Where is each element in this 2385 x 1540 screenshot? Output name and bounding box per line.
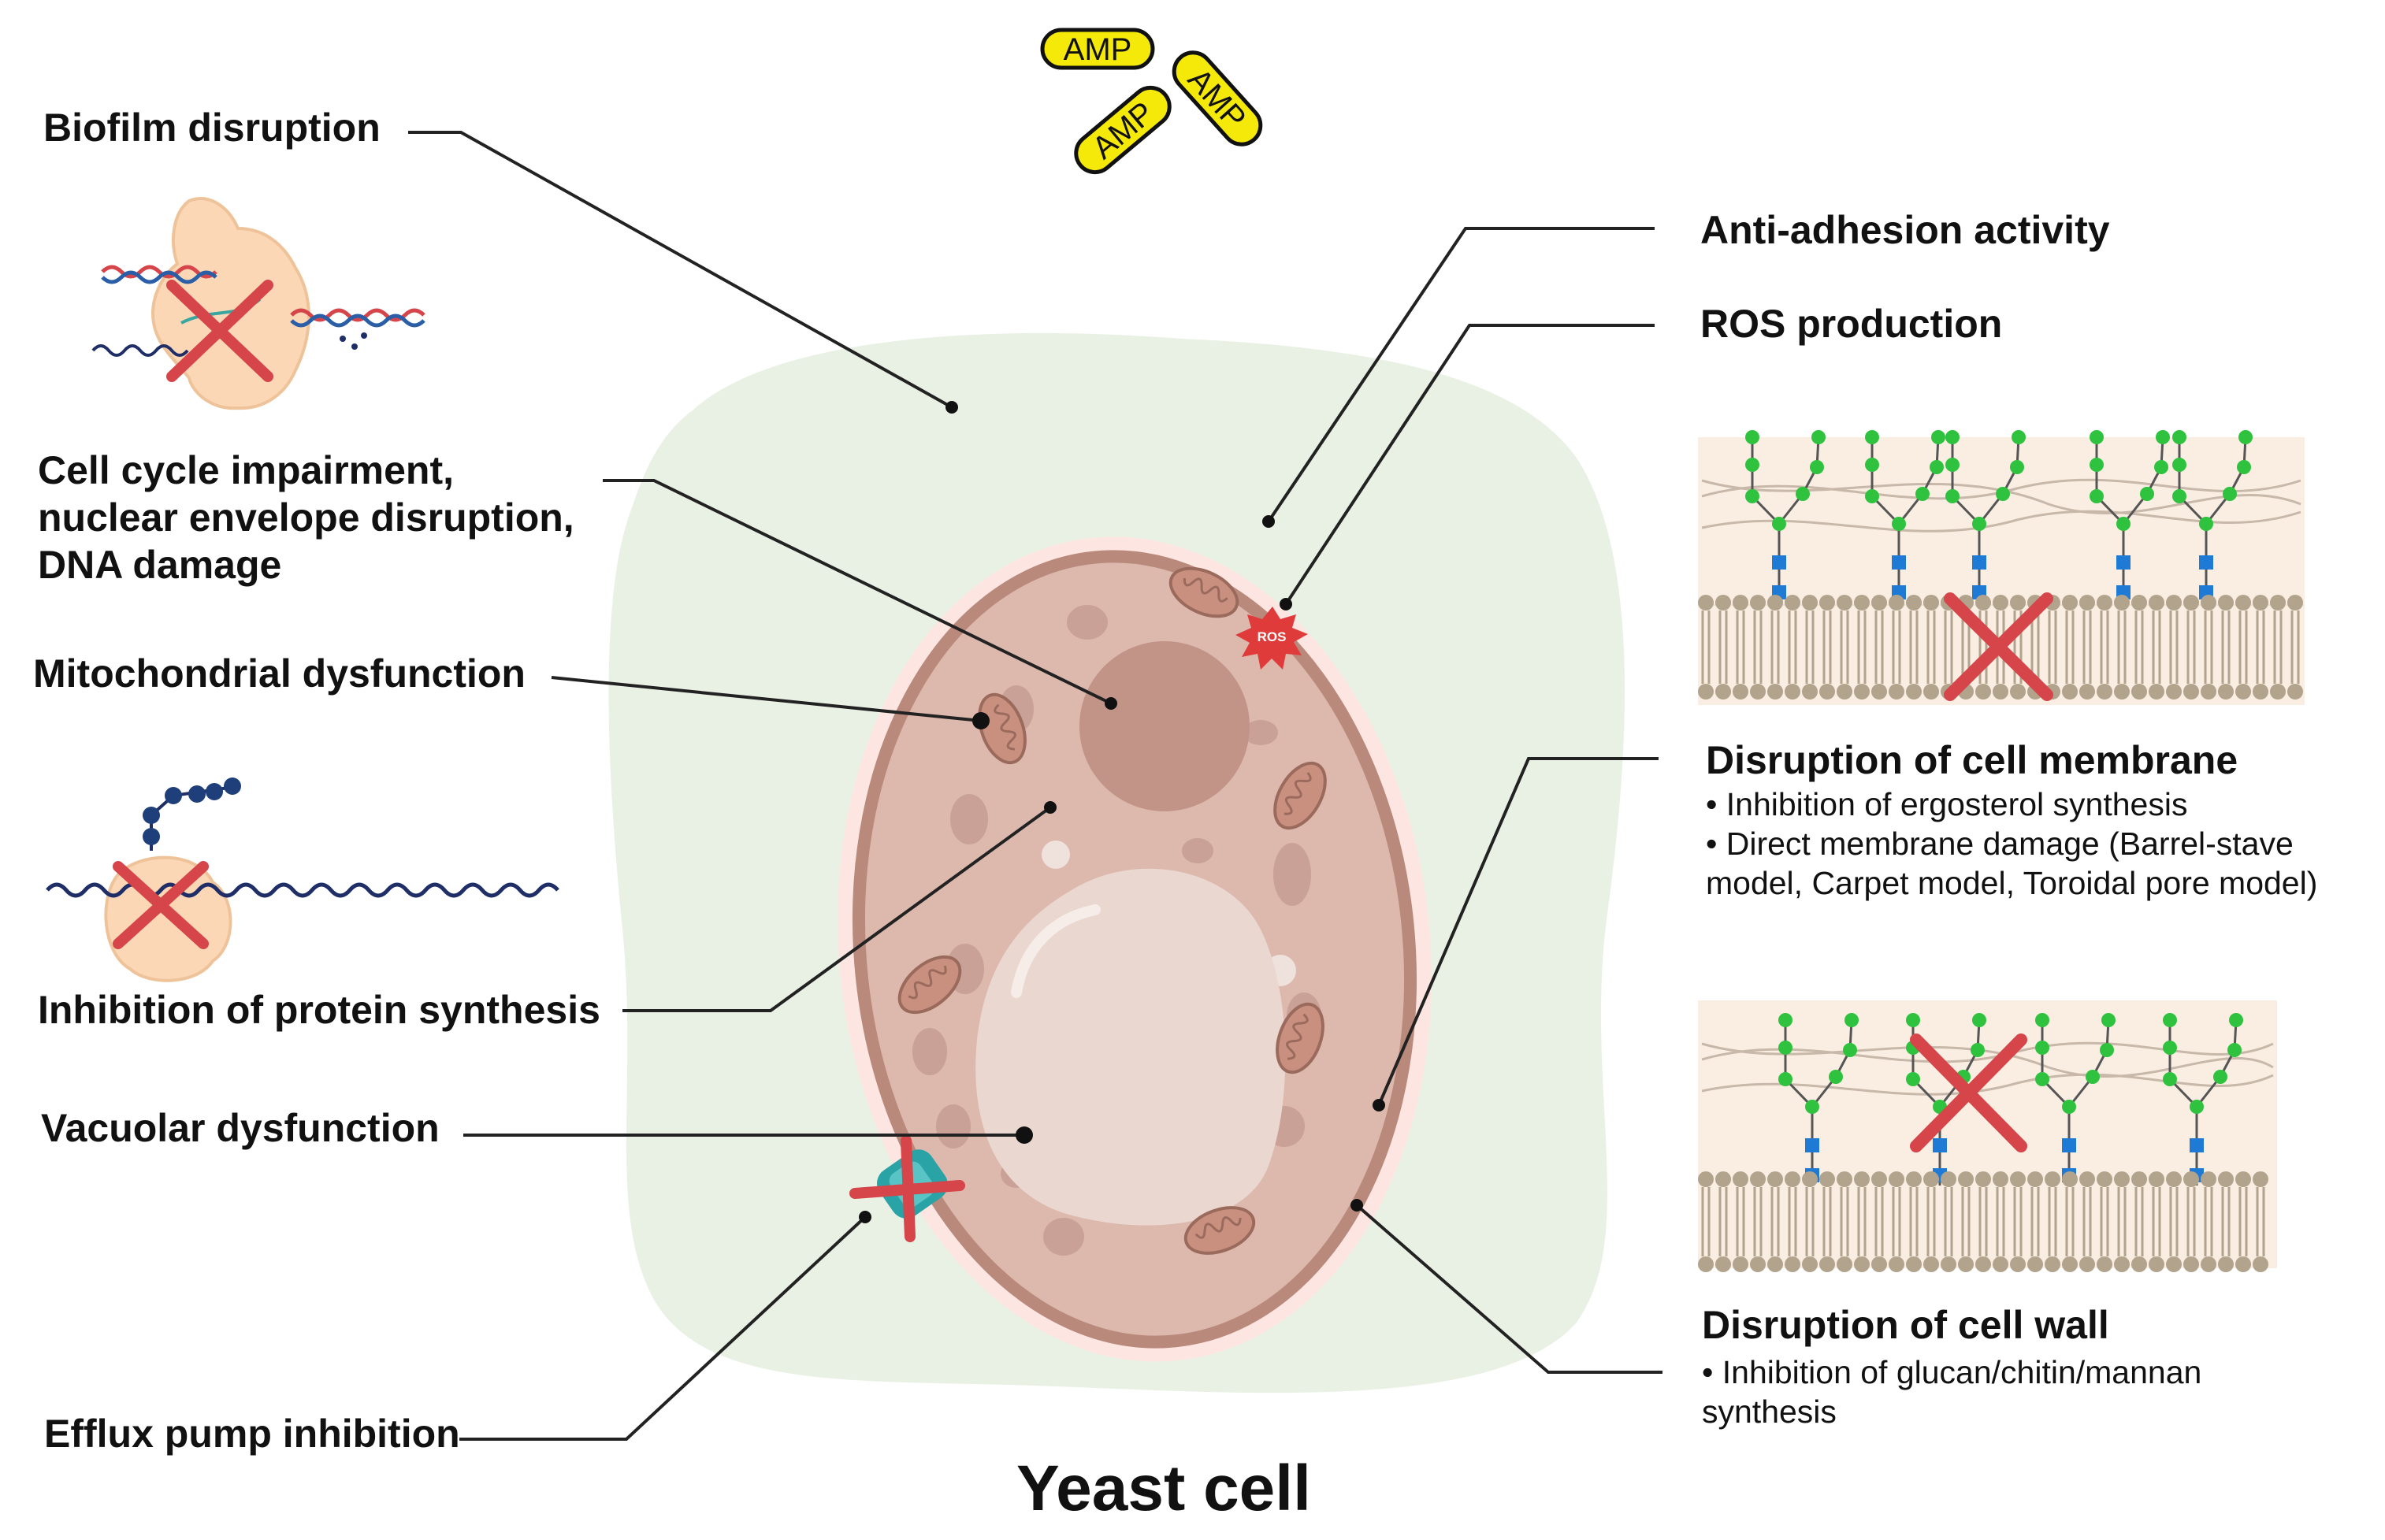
label-anti-adhesion: Anti-adhesion activity [1700, 208, 2110, 252]
label-wall-title: Disruption of cell wall [1702, 1303, 2109, 1347]
label-biofilm-disruption: Biofilm disruption [43, 106, 381, 150]
label-ros-production: ROS production [1700, 302, 2003, 346]
membrane-inhibit-x [1944, 592, 2053, 701]
vacuole [975, 868, 1286, 1226]
membrane-bullet-1: • Inhibition of ergosterol synthesis [1706, 786, 2188, 822]
wall-bullet-1: • Inhibition of glucan/chitin/mannan syn… [1702, 1354, 2202, 1430]
amp-peptide-2: AMP [1074, 85, 1172, 175]
biofilm-inhibit-x [166, 280, 273, 382]
efflux-inhibit-x [849, 1135, 965, 1242]
leader-lines [408, 131, 1662, 1441]
figure-title: Yeast cell [1016, 1453, 1311, 1524]
membrane-bullet-2: • Direct membrane damage (Barrel-stave m… [1706, 826, 2318, 901]
ros-label: ROS [1258, 629, 1287, 644]
label-protein-synthesis: Inhibition of protein synthesis [38, 988, 600, 1032]
svg-text:AMP: AMP [1064, 32, 1132, 67]
nucleus [1079, 641, 1250, 811]
wall-inhibit-x [1910, 1033, 2027, 1152]
label-cell-cycle-1: Cell cycle impairment, [38, 448, 455, 492]
label-membrane-title: Disruption of cell membrane [1706, 738, 2238, 782]
ros-burst [1235, 607, 1308, 670]
amp-peptide-1: AMP [1040, 28, 1155, 70]
amp-peptide-3: AMP [1172, 50, 1263, 147]
ribosome-dna-icon [91, 197, 425, 410]
label-mitochondrial-dysfunction: Mitochondrial dysfunction [33, 651, 526, 696]
label-cell-cycle-2: nuclear envelope disruption, [38, 495, 574, 540]
protein-inhibit-x [113, 861, 209, 949]
label-vacuolar-dysfunction: Vacuolar dysfunction [41, 1106, 440, 1150]
label-cell-cycle-3: DNA damage [38, 543, 282, 587]
leader-dots [859, 401, 1385, 1223]
label-efflux-pump: Efflux pump inhibition [44, 1412, 460, 1456]
